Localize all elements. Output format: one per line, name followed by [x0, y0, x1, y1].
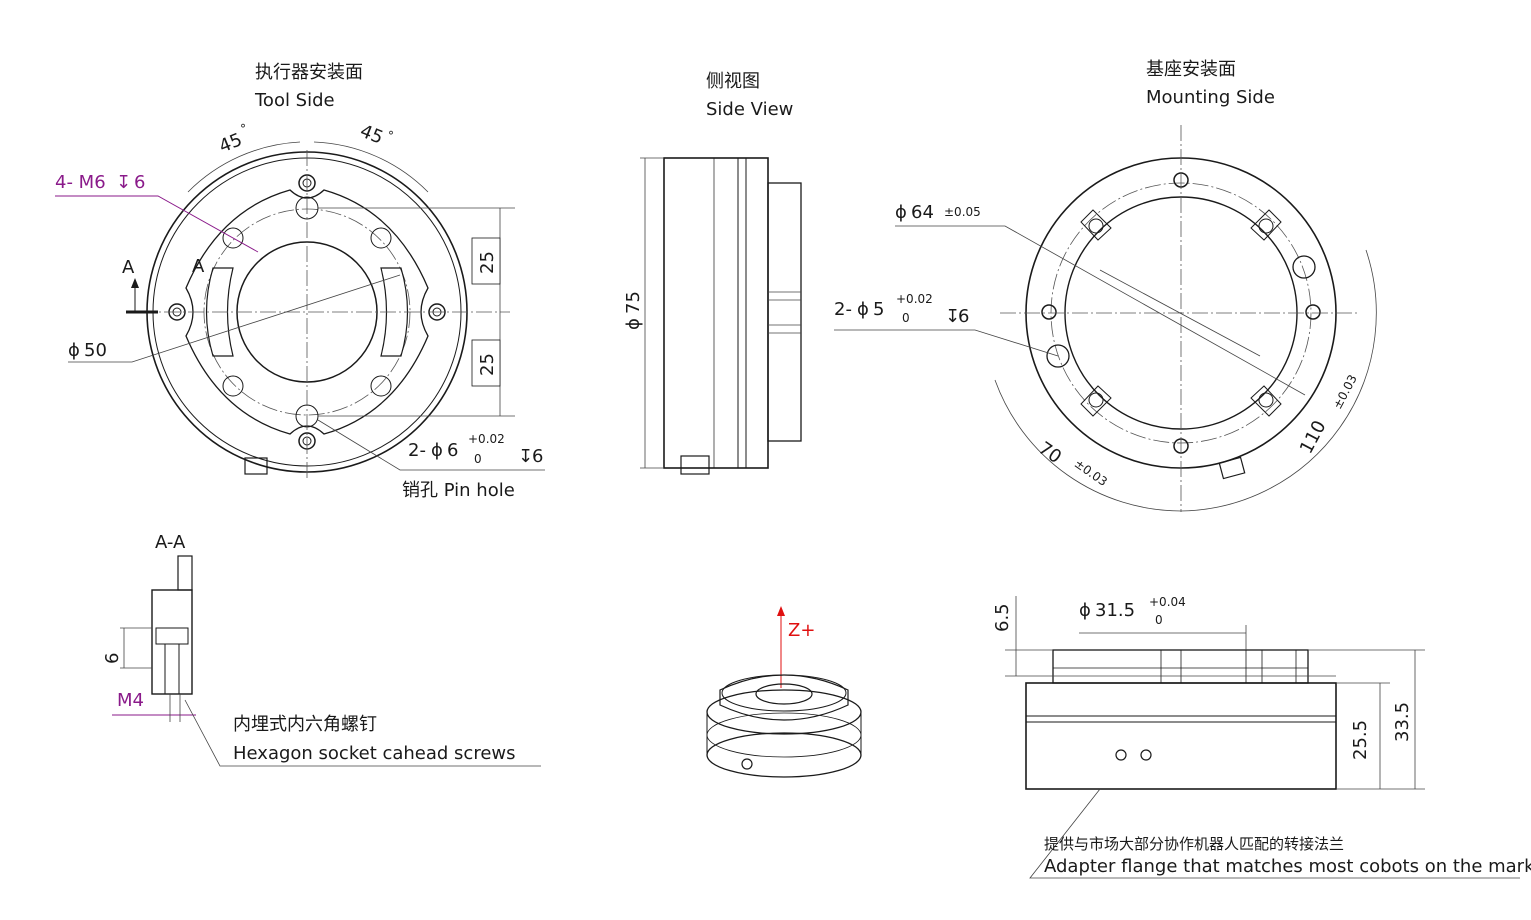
tool-bolt-circle [203, 208, 411, 416]
tool-side-title-cn: 执行器安装面 [255, 62, 363, 83]
svg-text:2-: 2- [834, 299, 852, 320]
svg-text:+0.04: +0.04 [1149, 595, 1186, 609]
thread-spec-label: 4- M6 [55, 172, 106, 193]
tool-slot-right [380, 267, 409, 357]
angle-70-label: 70 [1034, 438, 1065, 468]
mounting-title-en: Mounting Side [1146, 87, 1275, 108]
angle-110-label: 110 [1296, 417, 1331, 457]
section-mark-a-left: A [122, 257, 135, 278]
section-a-a: A-A 6 M4 内埋式内六角螺钉 Hexagon socket cahead … [102, 532, 541, 767]
depth-symbol: ↧ [116, 172, 131, 193]
svg-text:ϕ: ϕ [431, 440, 443, 461]
isometric-view: Z+ [706, 606, 862, 778]
tool-lobed-plate [185, 189, 429, 435]
mount-pin-depth: 6 [958, 306, 969, 327]
section-depth-label: 6 [102, 653, 123, 664]
svg-text:0: 0 [902, 311, 910, 325]
side-screw-head [244, 457, 268, 475]
mount-pin-hole-1 [1292, 255, 1316, 279]
side-screw [680, 455, 710, 475]
dim-25-upper: 25 [477, 251, 498, 274]
svg-text:°: ° [240, 122, 246, 136]
svg-text:ϕ: ϕ [623, 318, 644, 330]
dia-75-label: 75 [623, 291, 644, 314]
thread-depth-label: 6 [134, 172, 145, 193]
side-view-title-cn: 侧视图 [706, 71, 760, 92]
dia-symbol-50: ϕ [68, 340, 80, 361]
svg-text:°: ° [388, 129, 394, 143]
svg-text:ϕ: ϕ [857, 299, 869, 320]
mount-pin-dia-label: 5 [873, 299, 884, 320]
pin-dia-label: 6 [447, 440, 458, 461]
section-mark-a-right: A [192, 256, 205, 277]
m6-hole-2 [370, 227, 392, 249]
screw-label-cn: 内埋式内六角螺钉 [233, 714, 377, 735]
pin-hole-label: 销孔 Pin hole [402, 480, 515, 501]
dia-64-label: 64 [911, 202, 934, 223]
side-flange [767, 182, 802, 442]
mount-pin-hole-2 [1046, 344, 1070, 368]
tool-slot-left [205, 267, 234, 357]
pin-tol-upper: +0.02 [468, 432, 505, 446]
mounting-side-view: 基座安装面 Mounting Side ϕ 64 ±0.05 2- ϕ 5 +0… [834, 59, 1377, 512]
adapter-flange-view: 6.5 ϕ 31.5 +0.04 0 25.5 33.5 提供与市场大部分协作机… [992, 595, 1531, 879]
svg-text:±0.03: ±0.03 [1330, 372, 1360, 411]
svg-text:↧: ↧ [945, 306, 960, 327]
dim-33-5-label: 33.5 [1392, 702, 1413, 742]
svg-text:±0.03: ±0.03 [1072, 456, 1110, 489]
svg-text:0: 0 [1155, 613, 1163, 627]
mounting-title-cn: 基座安装面 [1146, 59, 1236, 80]
dia-64-tol: ±0.05 [944, 205, 981, 219]
section-title: A-A [155, 532, 186, 553]
pin-prefix: 2- [408, 440, 426, 461]
dim-6-5-label: 6.5 [992, 603, 1013, 632]
svg-text:↧: ↧ [518, 446, 533, 467]
m4-label: M4 [117, 690, 144, 711]
adapter-label-en: Adapter flange that matches most cobots … [1044, 856, 1531, 877]
z-axis-label: Z+ [788, 620, 815, 641]
svg-text:ϕ: ϕ [1079, 600, 1091, 621]
m6-hole-1 [222, 227, 244, 249]
pin-tol-lower: 0 [474, 452, 482, 466]
pin-depth-label: 6 [532, 446, 543, 467]
svg-text:ϕ: ϕ [895, 202, 907, 223]
tool-side-view: 执行器安装面 Tool Side 45 ° 45 ° 4- M6 ↧ [55, 62, 545, 501]
m6-hole-3 [222, 375, 244, 397]
dim-25-lower: 25 [477, 353, 498, 376]
svg-text:+0.02: +0.02 [896, 292, 933, 306]
adapter-label-cn: 提供与市场大部分协作机器人匹配的转接法兰 [1044, 835, 1344, 853]
dia-31-5-label: 31.5 [1095, 600, 1135, 621]
angle-45-right: 45 [357, 121, 386, 149]
tool-side-title-en: Tool Side [254, 90, 335, 111]
dia-50-label: 50 [84, 340, 107, 361]
m6-hole-4 [370, 375, 392, 397]
side-body [663, 157, 769, 469]
screw-label-en: Hexagon socket cahead screws [233, 743, 516, 764]
side-view: 侧视图 Side View ϕ 75 [623, 71, 802, 475]
side-view-title-en: Side View [706, 99, 793, 120]
dim-25-5-label: 25.5 [1350, 720, 1371, 760]
